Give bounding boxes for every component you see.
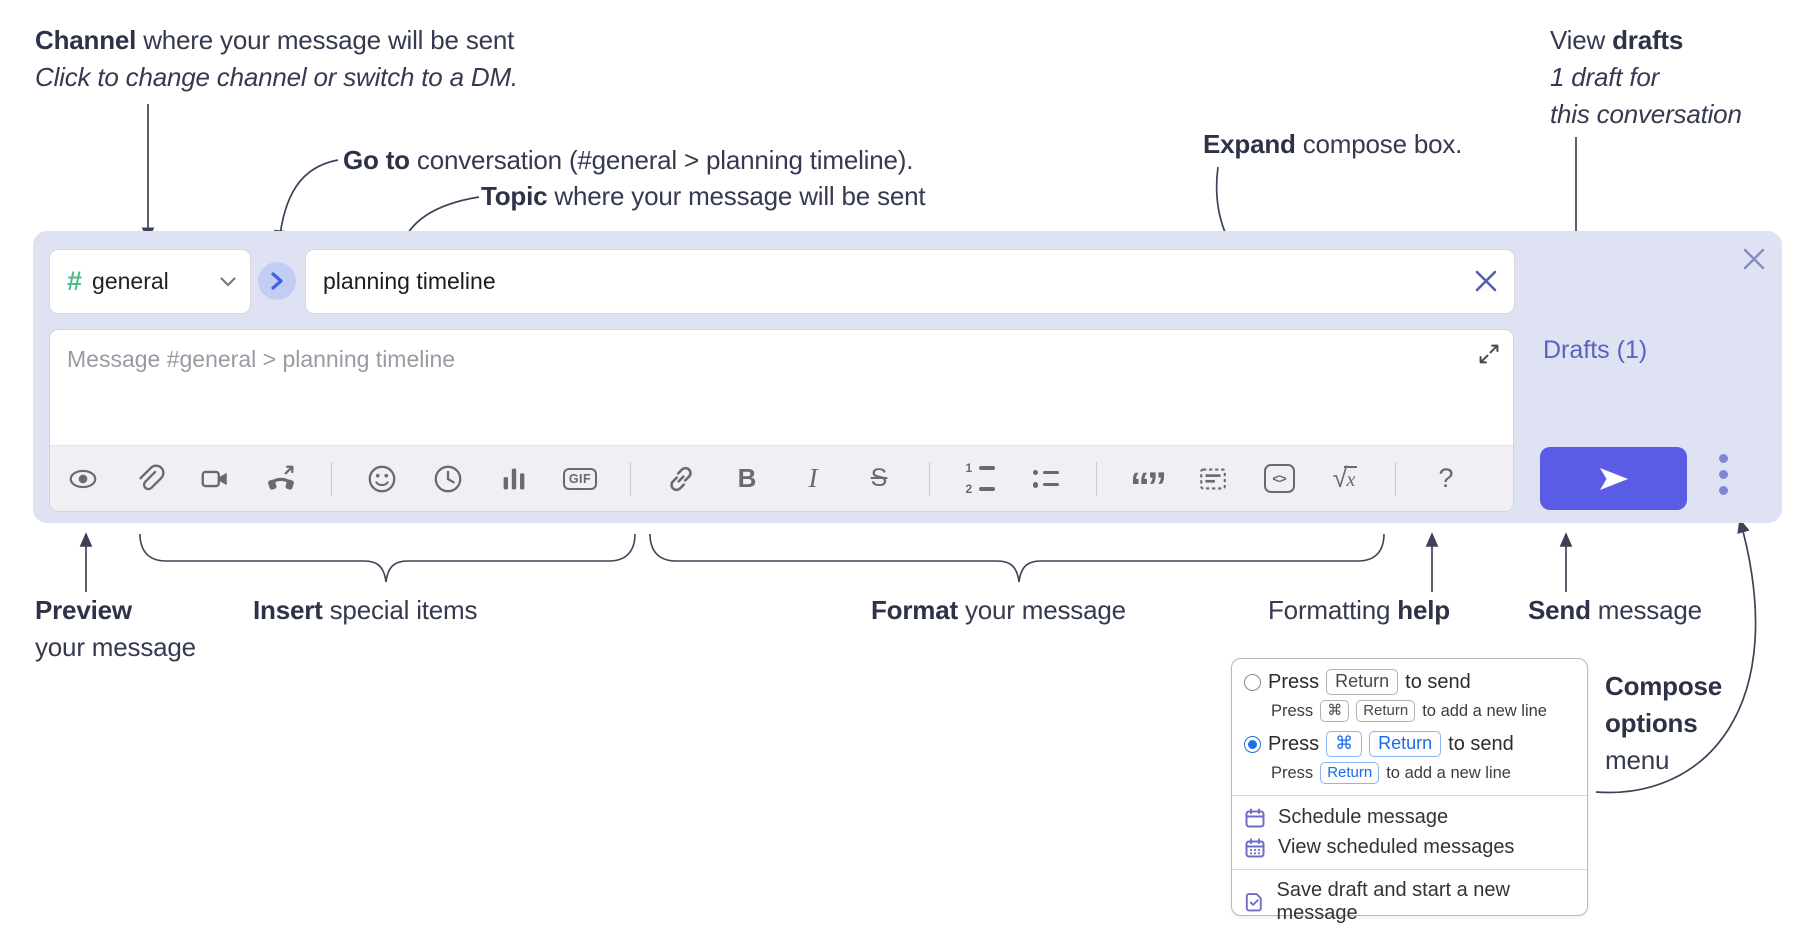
- math-icon[interactable]: √x: [1332, 463, 1358, 493]
- annotation-topic: Topic where your message will be sent: [481, 181, 926, 211]
- bold-icon[interactable]: B: [737, 463, 757, 493]
- go-to-conversation-button[interactable]: [258, 262, 296, 300]
- chevron-right-icon: [271, 272, 283, 290]
- annotation-goto: Go to conversation (#general > planning …: [343, 145, 914, 175]
- menu-item-schedule-message[interactable]: Schedule message: [1244, 806, 1575, 829]
- annotation-expand: Expand compose box.: [1203, 129, 1463, 159]
- send-plane-icon: [1599, 467, 1628, 490]
- calendar-grid-icon: [1245, 838, 1265, 857]
- annotation-formatting-help: Formatting help: [1268, 595, 1450, 625]
- poll-icon[interactable]: [497, 462, 531, 496]
- message-input[interactable]: [50, 330, 1513, 444]
- option-return-to-send[interactable]: Press Return to send: [1244, 669, 1575, 695]
- kbd-return: Return: [1356, 700, 1416, 722]
- compose-toolbar: GIF B I S 1 2 “”: [50, 445, 1513, 511]
- toolbar-divider: [929, 461, 930, 496]
- annotation-compose-options: Compose options menu: [1605, 671, 1723, 775]
- radio-selected[interactable]: [1244, 735, 1261, 753]
- numbered-list-icon[interactable]: 1 2: [963, 461, 997, 496]
- time-icon[interactable]: [431, 462, 465, 496]
- radio-unselected[interactable]: [1244, 673, 1261, 691]
- gif-label: GIF: [562, 467, 598, 490]
- send-button[interactable]: [1540, 447, 1687, 510]
- menu-item-save-draft[interactable]: Save draft and start a new message: [1244, 879, 1575, 925]
- chevron-down-icon: [220, 276, 236, 287]
- topic-input[interactable]: [305, 249, 1515, 314]
- kbd-return: Return: [1326, 669, 1399, 695]
- video-call-icon[interactable]: [198, 462, 232, 496]
- annotation-channel: Channel where your message will be sent …: [35, 25, 518, 92]
- kbd-return: Return: [1369, 731, 1442, 757]
- option-cmd-return-subtext: Press Return to add a new line: [1244, 762, 1575, 784]
- bulleted-list-icon[interactable]: [1029, 462, 1063, 496]
- brace-format: [649, 533, 1385, 583]
- spoiler-icon[interactable]: [1196, 462, 1230, 496]
- expand-compose-icon[interactable]: [1473, 338, 1505, 370]
- attach-paperclip-icon[interactable]: [132, 462, 166, 496]
- toolbar-divider: [331, 461, 332, 496]
- link-icon[interactable]: [664, 462, 698, 496]
- kbd-cmd: ⌘: [1326, 731, 1363, 757]
- calendar-icon: [1245, 808, 1265, 827]
- italic-icon[interactable]: I: [808, 463, 818, 493]
- compose-options-popup: Press Return to send Press ⌘ Return to a…: [1231, 658, 1588, 924]
- brace-insert: [139, 533, 636, 583]
- compose-options-menu-button[interactable]: [1712, 454, 1734, 495]
- annotation-send: Send message: [1528, 595, 1702, 625]
- code-icon[interactable]: <>: [1262, 462, 1296, 496]
- kbd-cmd: ⌘: [1320, 700, 1350, 722]
- annotation-preview: Preview your message: [35, 595, 196, 662]
- toolbar-divider: [1395, 461, 1396, 496]
- popup-divider: [1232, 795, 1587, 796]
- emoji-icon[interactable]: [365, 462, 399, 496]
- message-compose-area: GIF B I S 1 2 “”: [49, 329, 1514, 512]
- preview-eye-icon[interactable]: [66, 462, 100, 496]
- quote-icon[interactable]: “”: [1130, 464, 1167, 509]
- channel-hash-icon: #: [67, 266, 83, 296]
- option-cmd-return-to-send[interactable]: Press ⌘ Return to send: [1244, 731, 1575, 757]
- menu-item-view-scheduled[interactable]: View scheduled messages: [1244, 836, 1575, 859]
- annotation-format: Format your message: [871, 595, 1126, 625]
- help-icon[interactable]: ?: [1438, 463, 1454, 493]
- toolbar-divider: [1096, 461, 1097, 496]
- gif-icon[interactable]: GIF: [562, 462, 598, 496]
- channel-name: general: [92, 268, 169, 294]
- drafts-link[interactable]: Drafts (1): [1543, 336, 1648, 364]
- annotation-insert: Insert special items: [253, 595, 478, 625]
- toolbar-divider: [630, 461, 631, 496]
- strikethrough-icon[interactable]: S: [870, 464, 888, 492]
- annotation-view-drafts: View drafts 1 draft for this conversatio…: [1550, 25, 1742, 129]
- audio-call-icon[interactable]: [264, 462, 298, 496]
- popup-divider: [1232, 869, 1587, 870]
- save-draft-icon: [1245, 893, 1262, 912]
- close-compose-icon[interactable]: [1736, 241, 1772, 277]
- channel-selector[interactable]: # general: [49, 249, 251, 314]
- kbd-return: Return: [1320, 762, 1380, 784]
- option-return-subtext: Press ⌘ Return to add a new line: [1244, 700, 1575, 722]
- clear-topic-icon[interactable]: [1468, 263, 1504, 299]
